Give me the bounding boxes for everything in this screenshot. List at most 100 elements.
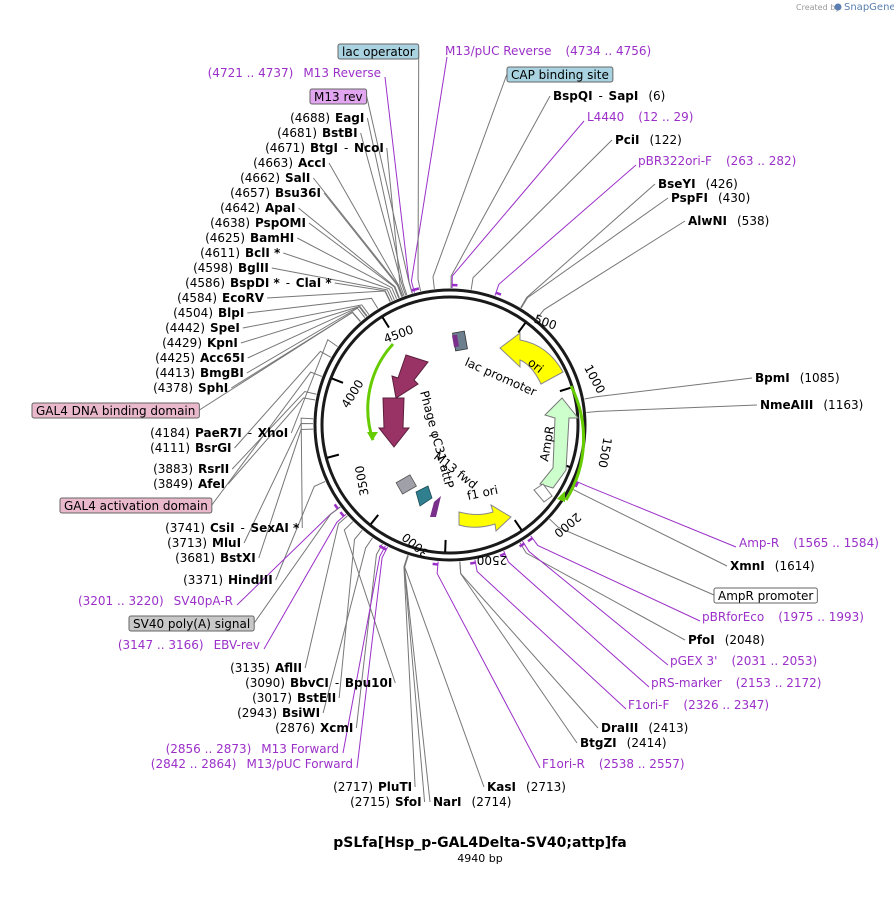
enzyme-name: MluI — [212, 536, 241, 550]
enzyme-site[interactable]: (4657)Bsu36I — [230, 186, 321, 200]
ampr-feature[interactable] — [539, 397, 580, 489]
feature-label[interactable]: GAL4 activation domain — [59, 497, 213, 514]
primer-label[interactable]: M13/pUC Forward(2842 .. 2864) — [151, 757, 353, 771]
primer-label[interactable]: EBV-rev(3147 .. 3166) — [118, 638, 260, 652]
leader-line — [530, 535, 701, 622]
primer-label[interactable]: M13 Forward(2856 .. 2873) — [166, 742, 339, 756]
gal4-dna-binding-domain-feature[interactable] — [391, 354, 429, 399]
enzyme-site[interactable]: (4111)BsrGI — [150, 441, 231, 455]
enzyme-site[interactable]: (2943)BsiWI — [237, 706, 320, 720]
enzyme-site[interactable]: BspQI-SapI(6) — [553, 89, 665, 103]
primer-label[interactable]: Amp-R(1565 .. 1584) — [739, 536, 879, 550]
enzyme-site[interactable]: (4429)KpnI — [162, 336, 238, 350]
ampr-promoter-feature[interactable] — [533, 483, 553, 503]
enzyme-site[interactable]: (4638)PspOMI — [210, 216, 306, 230]
enzyme-site[interactable]: (3741)CsiI-SexAI * — [165, 521, 300, 535]
enzyme-site[interactable]: (3371)HindIII — [183, 573, 273, 587]
enzyme-site[interactable]: (4662)SalI — [240, 171, 310, 185]
enzyme-site[interactable]: (3017)BstEII — [252, 691, 336, 705]
primer-label[interactable]: pBRforEco(1975 .. 1993) — [702, 610, 864, 624]
feature-label[interactable]: AmpR promoter — [713, 587, 818, 604]
primer-label[interactable]: pGEX 3'(2031 .. 2053) — [670, 654, 817, 668]
enzyme-name: DraIII — [601, 721, 638, 735]
enzyme-site[interactable]: (4671)BtgI-NcoI — [265, 141, 384, 155]
enzyme-site[interactable]: BpmI(1085) — [755, 371, 840, 385]
enzyme-site[interactable]: (3713)MluI — [167, 536, 241, 550]
enzyme-site[interactable]: AlwNI(538) — [688, 214, 769, 228]
enzyme-site[interactable]: BtgZI(2414) — [580, 736, 667, 750]
enzyme-site[interactable]: (4442)SpeI — [165, 321, 240, 335]
enzyme-site[interactable]: NarI(2714) — [433, 795, 511, 809]
primer-name: pGEX 3' — [670, 654, 717, 668]
enzyme-site[interactable]: (3681)BstXI — [175, 551, 256, 565]
enzyme-separator: - — [344, 141, 348, 155]
enzyme-site[interactable]: (4584)EcoRV — [177, 291, 265, 305]
m13-forward-primer-feature[interactable] — [430, 496, 441, 517]
enzyme-site[interactable]: (4184)PaeR7I-XhoI — [150, 426, 288, 440]
leader-line — [417, 50, 422, 292]
enzyme-site[interactable]: (4663)AccI — [253, 156, 326, 170]
enzyme-site[interactable]: (4586)BspDI *-ClaI * — [185, 276, 332, 290]
primer-label[interactable]: pRS-marker(2153 .. 2172) — [651, 676, 821, 690]
primer-label[interactable]: SV40pA-R(3201 .. 3220) — [78, 594, 233, 608]
enzyme-name: Acc65I — [200, 351, 245, 365]
primer-mark — [495, 291, 502, 296]
feature-label[interactable]: M13 rev — [309, 88, 368, 105]
enzyme-position: (6) — [648, 89, 665, 103]
m13-fwd-feature[interactable] — [415, 485, 433, 507]
enzyme-site[interactable]: (4611)BclI * — [200, 246, 281, 260]
enzyme-site[interactable]: XmnI(1614) — [730, 559, 815, 573]
enzyme-site[interactable]: PciI(122) — [615, 133, 682, 147]
primer-mark — [527, 537, 534, 543]
leader-line — [503, 550, 650, 688]
enzyme-site[interactable]: (4413)BmgBI — [155, 366, 244, 380]
enzyme-site[interactable]: (2715)SfoI — [350, 795, 421, 809]
enzyme-site[interactable]: (3883)RsrII — [153, 462, 229, 476]
enzyme-site[interactable]: (2876)XcmI — [275, 721, 353, 735]
leader-line — [451, 120, 585, 289]
primer-label[interactable]: pBR322ori-F(263 .. 282) — [638, 154, 796, 168]
primer-label[interactable]: F1ori-R(2538 .. 2557) — [542, 757, 685, 771]
enzyme-name: BsiWI — [282, 706, 320, 720]
enzyme-site[interactable]: PspFI(430) — [671, 191, 750, 205]
gal4-activation-domain-feature[interactable] — [377, 397, 411, 448]
enzyme-site[interactable]: BseYI(426) — [658, 177, 738, 191]
enzyme-site[interactable]: NmeAIII(1163) — [760, 398, 863, 412]
ori-feature[interactable] — [499, 332, 564, 385]
enzyme-site[interactable]: (3090)BbvCI-Bpu10I — [245, 676, 392, 690]
enzyme-site[interactable]: (4688)EagI — [290, 111, 364, 125]
enzyme-site[interactable]: (2717)PluTI — [333, 780, 412, 794]
enzyme-site[interactable]: (3135)AflII — [230, 661, 302, 675]
enzyme-site[interactable]: PfoI(2048) — [688, 633, 765, 647]
enzyme-site[interactable]: (3849)AfeI — [153, 477, 225, 491]
primer-label[interactable]: M13 Reverse(4721 .. 4737) — [208, 66, 381, 80]
primer-range: (2856 .. 2873) — [166, 742, 252, 756]
enzyme-site[interactable]: (4425)Acc65I — [155, 351, 245, 365]
primer-label[interactable]: M13/pUC Reverse(4734 .. 4756) — [445, 44, 651, 58]
enzyme-site[interactable]: (4642)ApaI — [220, 201, 295, 215]
enzyme-name: PaeR7I — [195, 426, 242, 440]
m13-rev-feature[interactable] — [451, 334, 459, 348]
primer-label[interactable]: L4440(12 .. 29) — [587, 110, 693, 124]
leader-line — [290, 338, 338, 434]
feature-label[interactable]: SV40 poly(A) signal — [128, 615, 255, 632]
leader-line — [522, 540, 669, 666]
tick-label: 1000 — [581, 362, 608, 396]
sv40-polya-feature[interactable] — [395, 474, 417, 495]
enzyme-site[interactable]: KasI(2713) — [487, 780, 566, 794]
enzyme-site[interactable]: (4598)BglII — [193, 261, 269, 275]
enzyme-name: BspQI — [553, 89, 593, 103]
enzyme-site[interactable]: (4625)BamHI — [205, 231, 294, 245]
feature-label[interactable]: GAL4 DNA binding domain — [31, 402, 200, 419]
feature-label[interactable]: CAP binding site — [506, 66, 614, 83]
enzyme-site[interactable]: (4681)BstBI — [277, 126, 358, 140]
enzyme-position: (4611) — [200, 246, 240, 260]
enzyme-site[interactable]: (4504)BlpI — [173, 306, 244, 320]
primer-label[interactable]: F1ori-F(2326 .. 2347) — [628, 698, 769, 712]
f1-ori-feature[interactable] — [458, 503, 512, 533]
enzyme-site[interactable]: (4378)SphI — [153, 381, 228, 395]
enzyme-site[interactable]: DraIII(2413) — [601, 721, 688, 735]
feature-label[interactable]: lac operator — [337, 43, 420, 60]
tick-label: 2500 — [477, 553, 508, 567]
